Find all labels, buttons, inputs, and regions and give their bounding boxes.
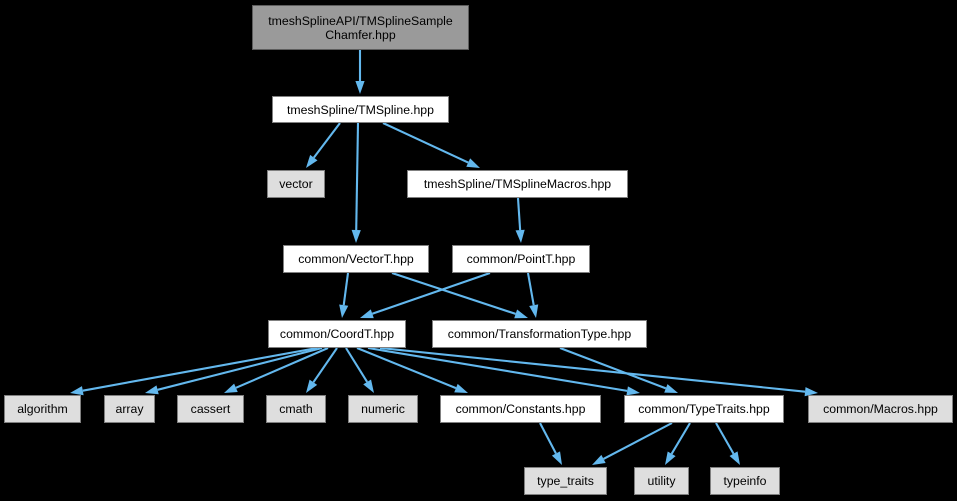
node-cassert[interactable]: cassert xyxy=(177,395,244,423)
node-array[interactable]: array xyxy=(104,395,155,423)
node-label: common/VectorT.hpp xyxy=(298,252,414,266)
node-typetraits[interactable]: common/TypeTraits.hpp xyxy=(624,395,784,423)
node-transformationtype[interactable]: common/TransformationType.hpp xyxy=(432,320,647,348)
edge-typetraits-to-type_traits xyxy=(592,422,673,465)
node-tmsplinemacros[interactable]: tmeshSpline/TMSplineMacros.hpp xyxy=(407,170,628,198)
node-label: cassert xyxy=(190,402,231,416)
node-label: common/TypeTraits.hpp xyxy=(638,402,770,416)
node-macros[interactable]: common/Macros.hpp xyxy=(808,395,953,423)
node-constants[interactable]: common/Constants.hpp xyxy=(440,395,601,423)
node-vector[interactable]: vector xyxy=(267,170,325,198)
edge-coordt-to-macros xyxy=(379,346,818,397)
node-root[interactable]: tmeshSplineAPI/TMSplineSample Chamfer.hp… xyxy=(252,5,469,50)
edge-coordt-to-constants xyxy=(356,347,468,393)
edge-vectort-to-coordt xyxy=(339,272,350,318)
node-label: utility xyxy=(647,474,676,488)
node-label: common/CoordT.hpp xyxy=(279,327,395,341)
node-label: numeric xyxy=(361,402,405,416)
node-utility[interactable]: utility xyxy=(634,467,689,495)
node-vectort[interactable]: common/VectorT.hpp xyxy=(283,245,429,273)
edge-pointt-to-coordt xyxy=(360,272,491,319)
node-label: tmeshSpline/TMSplineMacros.hpp xyxy=(423,177,612,191)
edge-coordt-to-typetraits xyxy=(367,346,640,396)
node-label: tmeshSplineAPI/TMSplineSample Chamfer.hp… xyxy=(268,13,453,42)
edge-transformationtype-to-typetraits xyxy=(559,347,678,393)
node-label: common/PointT.hpp xyxy=(466,252,576,266)
node-label: tmeshSpline/TMSpline.hpp xyxy=(287,102,434,117)
edge-coordt-to-numeric xyxy=(345,347,374,393)
edge-typetraits-to-utility xyxy=(665,422,691,465)
edge-coordt-to-cassert xyxy=(224,347,329,393)
node-numeric[interactable]: numeric xyxy=(348,395,418,423)
node-cmath[interactable]: cmath xyxy=(266,395,326,423)
node-label: array xyxy=(115,402,144,416)
node-coordt[interactable]: common/CoordT.hpp xyxy=(268,320,406,348)
edge-tmspline-to-vector xyxy=(306,122,341,168)
edge-coordt-to-algorithm xyxy=(70,346,318,396)
edge-constants-to-type_traits xyxy=(539,422,562,465)
edge-tmspline-to-vectort xyxy=(351,122,361,243)
node-label: common/Constants.hpp xyxy=(455,402,586,416)
node-type_traits[interactable]: type_traits xyxy=(524,467,607,495)
node-label: vector xyxy=(279,177,313,191)
node-tmspline[interactable]: tmeshSpline/TMSpline.hpp xyxy=(272,96,449,123)
node-label: type_traits xyxy=(537,474,594,488)
edge-tmsplinemacros-to-pointt xyxy=(515,197,525,243)
node-label: common/Macros.hpp xyxy=(823,402,938,416)
node-label: cmath xyxy=(279,402,313,416)
node-label: common/TransformationType.hpp xyxy=(447,327,632,341)
edge-vectort-to-transformationtype xyxy=(391,272,528,319)
edge-root-to-tmspline xyxy=(355,50,365,94)
edge-tmspline-to-tmsplinemacros xyxy=(382,122,480,168)
node-algorithm[interactable]: algorithm xyxy=(4,395,81,423)
node-typeinfo[interactable]: typeinfo xyxy=(710,467,780,495)
edge-pointt-to-transformationtype xyxy=(526,272,539,318)
edge-coordt-to-array xyxy=(145,346,323,395)
node-label: algorithm xyxy=(17,402,68,416)
edge-coordt-to-cmath xyxy=(306,347,338,393)
edge-typetraits-to-typeinfo xyxy=(715,422,740,465)
node-label: typeinfo xyxy=(723,474,767,488)
node-pointt[interactable]: common/PointT.hpp xyxy=(452,245,590,273)
